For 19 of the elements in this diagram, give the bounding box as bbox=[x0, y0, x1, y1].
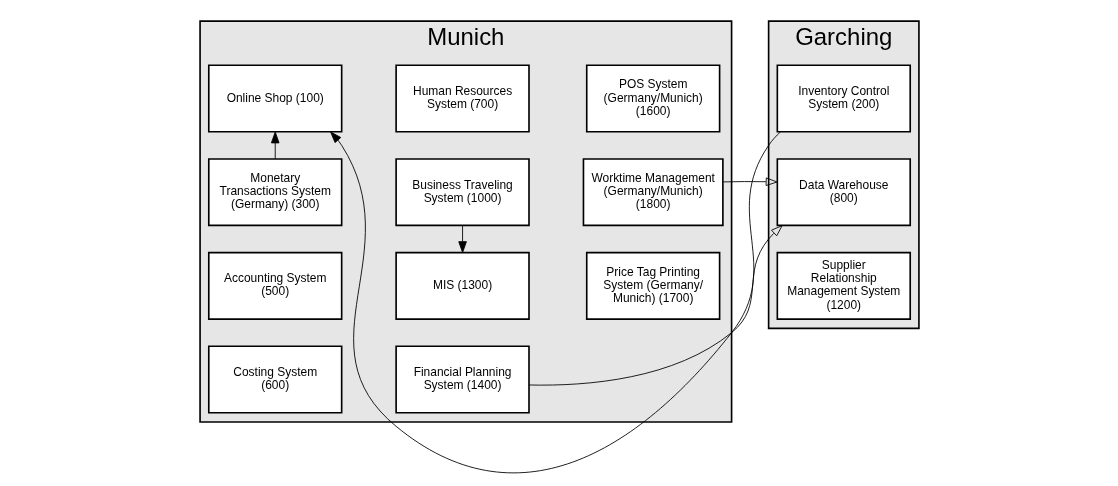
node-box: Human Resources System (700) bbox=[394, 64, 530, 133]
node-box: Worktime Management (Germany/Munich) (1800) bbox=[582, 158, 724, 227]
node-box: MIS (1300) bbox=[394, 251, 530, 320]
node-box: Costing System (600) bbox=[207, 345, 342, 414]
arrow bbox=[457, 225, 467, 253]
node-box: Price Tag Printing System (Germany/ Munich) (1700) bbox=[585, 251, 720, 320]
node-box: Accounting System (500) bbox=[207, 251, 342, 320]
arrow bbox=[528, 225, 783, 386]
node-box: Inventory Control System (200) bbox=[776, 64, 911, 133]
node-box: POS System (Germany/Munich) (1600) bbox=[585, 64, 720, 133]
arrow bbox=[270, 131, 279, 160]
arrow bbox=[329, 131, 781, 474]
node-box: Monetary Transactions System (Germany) (300) bbox=[207, 158, 342, 227]
node-box: Data Warehouse (800) bbox=[776, 158, 911, 227]
node-box: Financial Planning System (1400) bbox=[394, 345, 530, 414]
node-box: Supplier Relationship Management System (1200) bbox=[776, 251, 911, 320]
arrow bbox=[722, 177, 777, 186]
node-box: Business Traveling System (1000) bbox=[394, 158, 530, 227]
node-box: Online Shop (100) bbox=[207, 64, 342, 133]
